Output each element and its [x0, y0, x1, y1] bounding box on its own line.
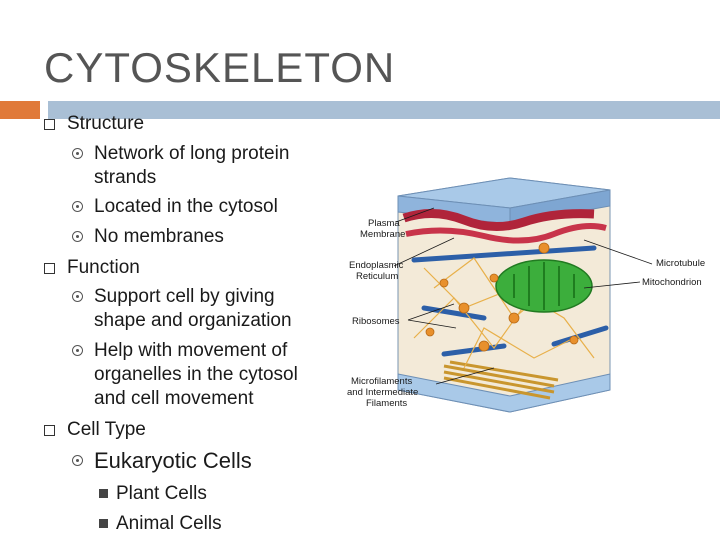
square-bullet-icon	[99, 489, 108, 498]
filaments-label: Microfilaments	[351, 376, 412, 387]
microtubule-label: Microtubule	[656, 258, 705, 269]
er-label: Reticulum	[356, 271, 398, 282]
outline-subitem: No membranes	[72, 225, 324, 249]
outline-subsubitem: Animal Cells	[99, 512, 222, 536]
microtubule	[411, 245, 597, 263]
title-rule-bar	[48, 101, 720, 119]
circle-bullet-icon	[72, 345, 83, 356]
outline-subsubitem-text: Animal Cells	[116, 513, 222, 534]
outline-subitem: Located in the cytosol	[72, 195, 324, 219]
outline-label: Cell Type	[67, 419, 146, 440]
outline-subitem-text: Support cell by giving shape and organiz…	[94, 286, 292, 331]
microtubule	[421, 305, 487, 321]
mitochondrion-label: Mitochondrion	[642, 277, 702, 288]
er-fold	[402, 209, 595, 231]
label-leader-lines	[393, 207, 653, 385]
outline-subitem-text: No membranes	[94, 226, 224, 247]
membrane-bottom	[397, 373, 611, 413]
checkbox-bullet-icon	[44, 425, 55, 436]
outline-label: Structure	[67, 113, 145, 134]
filament-bundle	[443, 360, 559, 400]
circle-bullet-icon	[72, 148, 83, 159]
outline-subitem: Network of long protein strands	[72, 142, 324, 190]
outline-subitem: Help with movement of organelles in the …	[72, 339, 324, 411]
outline-subitem-text: Eukaryotic Cells	[94, 448, 252, 473]
filaments-label: and Intermediate	[347, 387, 418, 398]
outline-subitem-text: Network of long protein strands	[94, 143, 290, 188]
outline-subitem-text: Located in the cytosol	[94, 196, 278, 217]
circle-bullet-icon	[72, 291, 83, 302]
ribosomes-label: Ribosomes	[352, 316, 400, 327]
mitochondrion-cristae	[513, 262, 575, 310]
cytoskeleton-diagram: Plasma Membrane Endoplasmic Reticulum Ri…	[347, 177, 705, 413]
er-label: Endoplasmic	[349, 260, 404, 271]
circle-bullet-icon	[72, 231, 83, 242]
circle-bullet-icon	[72, 201, 83, 212]
outline-item-structure: Structure	[44, 112, 145, 136]
outline-subsubitem: Plant Cells	[99, 482, 207, 506]
outline-item-cell-type: Cell Type	[44, 418, 146, 442]
outline-subitem: Support cell by giving shape and organiz…	[72, 285, 324, 333]
square-bullet-icon	[99, 519, 108, 528]
outline-label: Function	[67, 257, 140, 278]
outline-subitem-text: Help with movement of organelles in the …	[94, 340, 298, 409]
ribosomes	[425, 242, 579, 352]
er-fold	[405, 223, 607, 244]
checkbox-bullet-icon	[44, 119, 55, 130]
checkbox-bullet-icon	[44, 263, 55, 274]
plasma-membrane-label: Membrane	[360, 229, 405, 240]
outline-item-function: Function	[44, 256, 140, 280]
circle-bullet-icon	[72, 455, 83, 466]
title-accent-bar	[0, 101, 40, 119]
slide-title: CYTOSKELETON	[44, 44, 396, 91]
filaments-label: Filaments	[366, 398, 407, 409]
plasma-membrane-label: Plasma	[368, 218, 400, 229]
outline-subitem: Eukaryotic Cells	[72, 448, 324, 473]
outline-subsubitem-text: Plant Cells	[116, 483, 207, 504]
microtubule	[551, 325, 609, 347]
